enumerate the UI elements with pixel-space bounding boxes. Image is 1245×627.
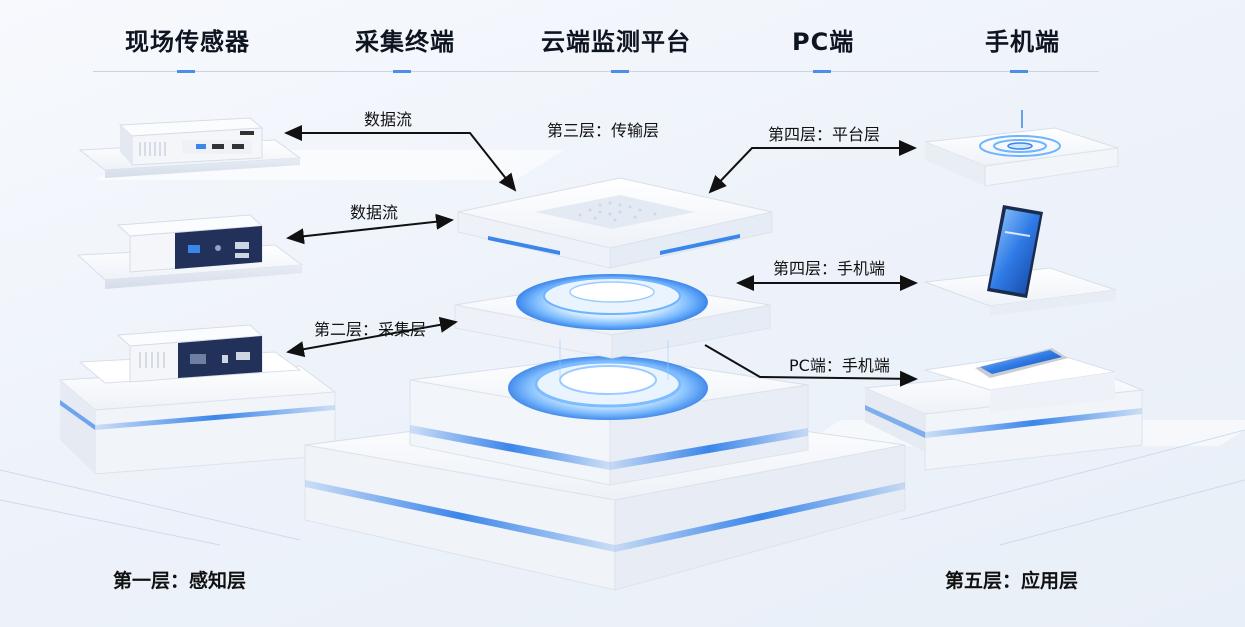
header-sensors: 现场传感器 xyxy=(125,28,250,56)
header-cloud: 云端监测平台 xyxy=(541,28,691,56)
acquisition-layer-platform xyxy=(454,274,771,380)
layer1-label: 第一层：感知层 xyxy=(113,570,247,592)
sensor-device-2 xyxy=(76,214,304,289)
mobile-phone-stand xyxy=(924,205,1117,316)
layer2-label: 第二层：采集层 xyxy=(314,320,427,339)
sensor-device-3 xyxy=(58,324,337,475)
header-tick xyxy=(813,70,831,73)
pc-mobile-label: PC端：手机端 xyxy=(789,356,890,375)
flow-arrows xyxy=(284,125,918,387)
header-divider xyxy=(93,71,1099,72)
header-pc: PC端 xyxy=(792,28,855,56)
central-middle-platform xyxy=(409,354,809,486)
header-tick xyxy=(177,70,195,73)
layer3-label: 第三层：传输层 xyxy=(547,121,660,140)
layer4-platform-label: 第四层：平台层 xyxy=(768,125,881,144)
header-terminal: 采集终端 xyxy=(355,28,455,56)
header-tick xyxy=(393,70,411,73)
header-tick xyxy=(611,70,629,73)
header-mobile: 手机端 xyxy=(985,28,1060,56)
transport-layer-platform xyxy=(457,177,773,269)
pc-mobile-platform xyxy=(863,348,1144,471)
layer4-mobile-label: 第四层：手机端 xyxy=(773,259,886,278)
header-tick xyxy=(1010,70,1028,73)
sensor-device-1 xyxy=(78,117,302,178)
data-flow-label-1: 数据流 xyxy=(364,110,413,129)
layer5-label: 第五层：应用层 xyxy=(945,570,1079,592)
floor-lines xyxy=(0,429,1245,546)
platform-device xyxy=(924,110,1119,187)
data-flow-label-2: 数据流 xyxy=(350,203,399,222)
